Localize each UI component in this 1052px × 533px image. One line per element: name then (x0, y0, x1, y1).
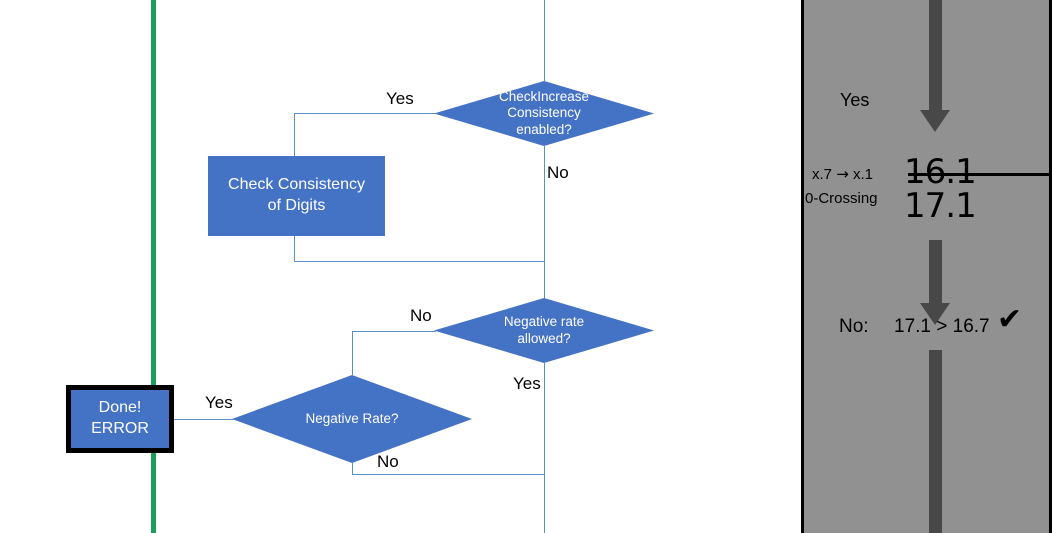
panel-result-comparison: 17.1 > 16.7 (894, 316, 990, 337)
panel-arrow-mid-shaft (929, 240, 942, 305)
label-negrateallowed-yes: Yes (513, 374, 541, 393)
connector-process-exit-vertical (294, 236, 295, 261)
connector-checkincrease-yes-horizontal (294, 113, 436, 114)
terminator-done-line1: Done! (98, 399, 142, 417)
panel-arrow-top-shaft (929, 0, 942, 110)
decision-check-increase-line1: CheckIncrease (498, 88, 590, 104)
label-checkincrease-yes: Yes (386, 89, 414, 108)
panel-rule-from: x.7 (812, 166, 833, 183)
decision-check-increase-line2: Consistency (507, 105, 581, 121)
connector-spine-top (544, 0, 545, 81)
terminator-done-line2: ERROR (91, 420, 149, 437)
connector-negrateallowed-no-vertical (352, 331, 353, 375)
decision-check-increase-consistency[interactable]: CheckIncrease Consistency enabled? (434, 81, 654, 146)
panel-arrow-bottom-shaft (929, 350, 942, 533)
panel-result-prefix: No: (839, 316, 869, 337)
decision-negative-rate-allowed[interactable]: Negative rate allowed? (434, 298, 654, 363)
process-check-consistency-line1: Check Consistency (228, 176, 365, 194)
connector-negrateallowed-no-horizontal (352, 331, 436, 332)
panel-rule-line1: x.7 → x.1 (812, 165, 873, 183)
process-check-consistency-line2: of Digits (267, 197, 326, 214)
green-divider-line (151, 0, 156, 533)
right-arrow-icon: → (836, 165, 849, 183)
decision-check-increase-line3: enabled? (516, 121, 572, 137)
decision-negative-rate-allowed-line2: allowed? (517, 330, 571, 346)
decision-negative-rate-line1: Negative Rate? (305, 410, 399, 426)
panel-value-before: 16.1 (904, 152, 1052, 192)
connector-negrate-no-horizontal (352, 474, 545, 475)
panel-value-after: 17.1 (904, 186, 977, 226)
terminator-done-error[interactable]: Done! ERROR (66, 385, 174, 453)
panel-rule-line2: 0-Crossing (805, 190, 878, 207)
label-negrateallowed-no: No (410, 306, 432, 325)
label-checkincrease-no: No (547, 163, 569, 182)
panel-rule-to: x.1 (852, 166, 873, 183)
panel-arrow-mid-head (920, 303, 950, 325)
connector-negrate-yes-horizontal (174, 419, 234, 420)
process-check-consistency-of-digits[interactable]: Check Consistency of Digits (208, 156, 385, 236)
connector-checkincrease-yes-vertical (294, 113, 295, 156)
checkmark-icon: ✔ (997, 302, 1023, 337)
connector-checkincrease-no (544, 146, 545, 300)
label-negrate-no: No (377, 452, 399, 471)
annotation-panel: Yes x.7 → x.1 0-Crossing 16.1 17.1 No: 1… (801, 0, 1052, 533)
panel-arrow-top-head (920, 110, 950, 132)
panel-yes-label: Yes (840, 90, 870, 110)
connector-negrateallowed-yes (544, 363, 545, 533)
label-negrate-yes: Yes (205, 393, 233, 412)
connector-negrate-no-vertical (352, 463, 353, 474)
connector-process-exit-horizontal (294, 261, 545, 262)
decision-negative-rate[interactable]: Negative Rate? (232, 375, 472, 463)
decision-negative-rate-allowed-line1: Negative rate (503, 314, 585, 330)
